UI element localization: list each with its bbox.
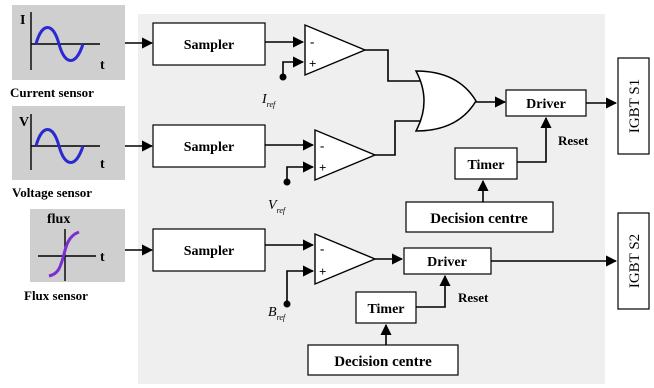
decision-centre-2-label: Decision centre [334, 354, 432, 370]
comparator-1-plus: + [309, 56, 316, 71]
current-waveform [34, 26, 85, 62]
bref-subscript: ref [277, 313, 287, 322]
voltage-sensor-label: Voltage sensor [12, 185, 92, 200]
decision-centre-1-label: Decision centre [430, 211, 528, 227]
flux-sensor-plot-bg [30, 209, 125, 282]
sampler-1-label: Sampler [184, 38, 235, 53]
igbt-s2-box [617, 212, 650, 310]
flux-axis-y-label: flux [47, 212, 70, 227]
vref-to-comparator-2-arrow [286, 161, 315, 181]
igbt-s2-label: IGBT S2 [627, 234, 643, 288]
comparator-3 [314, 232, 377, 286]
flux-curve [48, 230, 80, 278]
comparator-3-minus: - [320, 241, 324, 256]
current-sensor-plot-bg [12, 5, 125, 80]
sampler-3-box [152, 228, 266, 272]
igbt-s1-label: IGBT S1 [627, 79, 643, 133]
sampler-3-label: Sampler [184, 244, 235, 259]
voltage-axis-x-label: t [100, 157, 105, 172]
timer-1-box [454, 147, 518, 180]
comparator-2-to-or-wire [375, 120, 422, 156]
current-axis-y-label: I [20, 13, 25, 28]
decision-centre-1-box [405, 201, 554, 233]
sampler-2-label: Sampler [184, 140, 235, 155]
driver-1-label: Driver [526, 97, 566, 112]
timer-2-box [355, 291, 417, 324]
flux-axis-x-label: t [100, 250, 105, 265]
iref-to-comparator-1-arrow [282, 56, 305, 76]
vref-node [283, 178, 291, 186]
timer-2-label: Timer [367, 302, 404, 317]
comparator-1-minus: - [310, 34, 314, 49]
current-axis-x-label: t [100, 58, 105, 73]
driver-1-box [505, 89, 587, 117]
driver-2-label: Driver [427, 255, 467, 270]
vref-subscript: ref [277, 206, 287, 215]
voltage-sensor: V t Voltage sensor [12, 106, 125, 200]
bref-to-comparator-3-arrow [286, 265, 315, 303]
timer-1-reset-arrow [517, 116, 552, 163]
bref-symbol: Bref [268, 305, 287, 322]
decision-centre-2-box [307, 344, 459, 376]
voltage-axis-y-label: V [19, 115, 29, 130]
current-sensor-label: Current sensor [10, 85, 94, 100]
voltage-waveform [34, 128, 85, 164]
or-gate [414, 70, 477, 132]
reset-1-label: Reset [558, 133, 589, 148]
current-sensor: I t Current sensor [10, 5, 125, 100]
timer-1-label: Timer [467, 158, 504, 173]
igbt-s1-box [617, 57, 650, 155]
sampler-2-box [152, 124, 266, 168]
timer-2-reset-arrow [416, 274, 451, 308]
comparator-2-plus: + [319, 160, 326, 175]
sampler-1-box [152, 22, 266, 66]
flux-sensor: flux t Flux sensor [24, 209, 125, 303]
reset-2-label: Reset [458, 290, 489, 305]
comparator-3-plus: + [319, 264, 326, 279]
comparator-2 [314, 128, 377, 182]
bref-node [283, 300, 291, 308]
iref-node [279, 73, 287, 81]
flux-sensor-label: Flux sensor [24, 288, 88, 303]
iref-subscript: ref [267, 100, 277, 109]
comparator-2-minus: - [320, 138, 324, 153]
iref-symbol: Iref [261, 92, 277, 109]
comparator-1-to-or-wire [365, 49, 422, 82]
vref-symbol: Vref [268, 198, 287, 215]
system-panel [138, 14, 605, 384]
comparator-1 [304, 23, 367, 77]
